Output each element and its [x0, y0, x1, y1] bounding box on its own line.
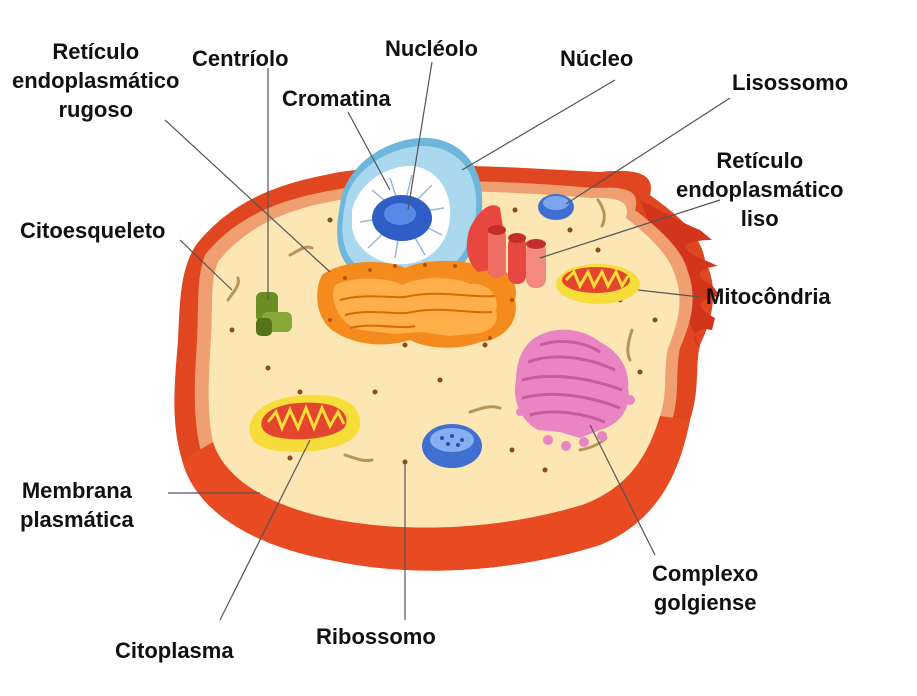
- rough-er: [317, 260, 516, 348]
- smooth-er: [466, 205, 546, 288]
- label-centriolo: Centríolo: [192, 46, 289, 71]
- label-reticulo-rugoso: Retículo endoplasmático rugoso: [12, 39, 180, 122]
- lysosome-lower: [422, 424, 482, 468]
- label-cromatina: Cromatina: [282, 86, 391, 111]
- mitochondrion-left: [249, 395, 361, 452]
- label-membrana-plasmatica: Membrana plasmática: [20, 478, 134, 532]
- mitochondrion-right: [556, 264, 640, 304]
- label-mitocondria: Mitocôndria: [706, 284, 831, 309]
- label-nucleo: Núcleo: [560, 46, 634, 71]
- label-lisossomo: Lisossomo: [732, 70, 849, 95]
- label-nucleolo: Nucléolo: [385, 36, 478, 61]
- membrane-bottom-band: [182, 416, 690, 571]
- nucleus: [337, 137, 483, 291]
- leader-lines: [164, 61, 731, 621]
- label-complexo-golgiense: Complexo golgiense: [652, 561, 759, 615]
- centriole: [256, 292, 292, 336]
- label-ribossomo: Ribossomo: [316, 624, 436, 649]
- lysosome-upper: [538, 194, 574, 220]
- label-citoesqueleto: Citoesqueleto: [20, 218, 166, 243]
- golgi-complex: [514, 329, 635, 451]
- label-reticulo-liso: Retículo endoplasmático liso: [676, 148, 844, 231]
- label-citoplasma: Citoplasma: [115, 638, 234, 663]
